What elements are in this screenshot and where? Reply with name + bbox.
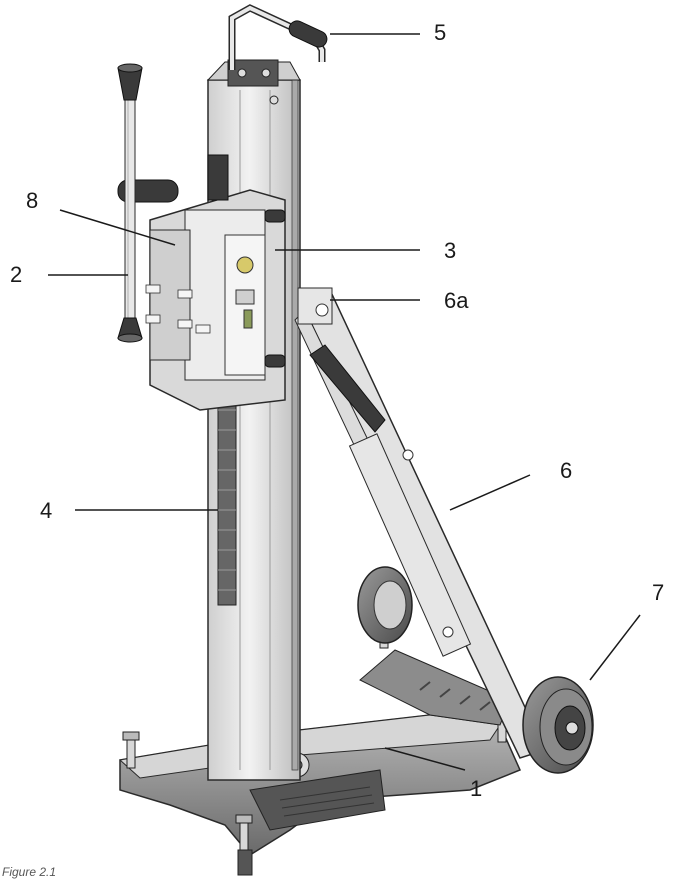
callout-3: 3	[444, 238, 457, 263]
callout-1: 1	[470, 776, 483, 801]
callout-2: 2	[10, 262, 23, 287]
figure-caption: Figure 2.1	[2, 865, 57, 879]
callout-4: 4	[40, 498, 53, 523]
carriage	[117, 154, 286, 411]
wheel-rear	[357, 566, 413, 644]
callout-5: 5	[434, 20, 447, 45]
wheel-front	[522, 676, 594, 774]
leader-lines	[48, 33, 641, 771]
operating-handle	[117, 63, 143, 343]
callout-6a: 6a	[444, 288, 469, 313]
base-plate	[118, 611, 522, 876]
callout-7: 7	[652, 580, 665, 605]
callout-6: 6	[560, 458, 573, 483]
callout-8: 8	[26, 188, 39, 213]
carry-handle	[228, 4, 328, 70]
support-strut	[294, 287, 547, 759]
